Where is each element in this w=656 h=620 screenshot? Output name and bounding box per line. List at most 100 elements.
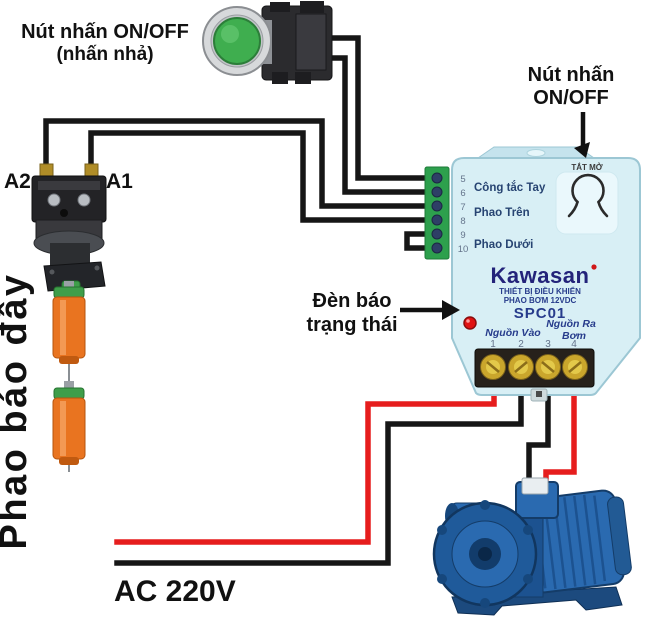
touch-button-panel [555, 171, 619, 235]
float1-highlight [60, 300, 66, 355]
label-nguon-ra: Nguồn Ra [546, 318, 596, 330]
terminal-number-10: 10 [458, 244, 469, 255]
float1-body [52, 296, 86, 359]
output-terminal-strip [474, 348, 595, 388]
wire-button-to-terminal6 [319, 55, 433, 195]
terminal-screw-6 [431, 186, 443, 198]
relay-chrome-screw1 [47, 193, 61, 207]
terminal-number-5: 5 [460, 174, 465, 185]
brand-text: Kawasan [491, 263, 590, 288]
relay-base-screw2 [94, 265, 100, 271]
label-relay-a2: A2 [4, 170, 31, 193]
label-ac-source: AC 220V [114, 575, 236, 608]
pump-volute-bolts [437, 500, 533, 608]
text-labels: Nút nhấn ON/OFF (nhấn nhả) A2 A1 Phao bá… [0, 21, 614, 608]
status-led [463, 316, 477, 330]
label-nguon-vao: Nguồn Vào [485, 327, 541, 339]
label-status-led-line2: trạng thái [306, 314, 397, 336]
float2-nub [64, 381, 74, 389]
brand-dot [591, 264, 597, 270]
input-terminal-screws [431, 172, 443, 254]
relay-label-strip [38, 181, 100, 190]
pump-hub-center [478, 547, 492, 561]
model-text: SPC01 [514, 305, 567, 322]
label-manual-button-line2: (nhấn nhả) [56, 44, 153, 65]
label-touch-button-line2: ON/OFF [533, 87, 609, 109]
float1-cap [53, 286, 85, 299]
button-green-face [213, 17, 261, 65]
terminal-number-8: 8 [460, 216, 465, 227]
terminal-screw-8 [431, 214, 443, 226]
label-touch-button-line1: Nút nhấn [528, 64, 615, 86]
pump-device [432, 477, 632, 616]
terminal-number-9: 9 [460, 230, 465, 241]
touch-icon-leg-right [597, 200, 609, 218]
relay-base-screw1 [49, 269, 55, 275]
output-screw-4-slot [568, 361, 582, 373]
relay-base-plate [43, 261, 106, 292]
subtitle-line2: PHAO BƠM 12VDC [504, 296, 577, 305]
float2-highlight [60, 401, 66, 456]
pump-terminal-cap [521, 477, 549, 495]
float2-body [52, 397, 86, 460]
output-screw-1-slot [486, 361, 500, 373]
wire-terminal3-to-pump-black [526, 383, 551, 489]
wire-button-to-terminal5 [319, 35, 433, 181]
label-float-vertical: Phao báo đầy [0, 272, 35, 549]
output-screw-2-slot [514, 361, 528, 373]
push-button-device [202, 1, 333, 84]
float1-bottom [59, 356, 79, 364]
terminal-number-1: 1 [490, 339, 496, 350]
wire-jumper-terminal9-10 [404, 231, 433, 251]
terminal-number-6: 6 [460, 188, 465, 199]
touch-button-arrowhead [574, 142, 590, 158]
controller-device: 5 6 7 8 9 10 Công tắc Tay Phao Trên Phao… [424, 146, 641, 402]
label-phao-tren: Phao Trên [474, 207, 530, 219]
touch-icon-leg-left [567, 200, 579, 218]
controller-top-hole [526, 149, 546, 157]
relay-device [31, 163, 107, 292]
relay-hole [60, 209, 68, 217]
pump-feet [451, 586, 623, 616]
terminal-screw-7 [431, 200, 443, 212]
output-terminal-screws [480, 354, 588, 380]
subtitle-line1: THIẾT BỊ ĐIỀU KHIỂN [499, 286, 581, 296]
terminal-number-3: 3 [545, 339, 551, 350]
touch-power-icon [567, 173, 609, 218]
status-led-arrowhead [442, 300, 460, 320]
controller-bottom-tab-hole [536, 391, 542, 397]
input-terminal-block [424, 166, 450, 260]
button-housing-tab [270, 2, 290, 12]
terminal-number-2: 2 [518, 339, 524, 350]
label-cong-tac-tay: Công tắc Tay [474, 181, 546, 194]
relay-chrome-screw2 [77, 193, 91, 207]
float2-bottom [59, 457, 79, 465]
motor-end-cap [607, 496, 632, 576]
float1-nub [64, 281, 74, 289]
float2-cap [53, 387, 85, 400]
label-manual-button-line1: Nút nhấn ON/OFF [21, 21, 189, 43]
wire-terminal1-to-ac-red [114, 383, 497, 545]
wires [43, 35, 577, 566]
terminal-screw-10 [431, 242, 443, 254]
terminal-screw-9 [431, 228, 443, 240]
button-contact-foot [272, 72, 288, 84]
wire-terminal2-to-ac-black [114, 383, 524, 566]
touch-icon-circle [571, 173, 605, 204]
output-screw-3-slot [541, 361, 555, 373]
button-housing-tab2 [300, 1, 324, 13]
status-led-glint [466, 319, 470, 323]
label-bom: Bơm [562, 330, 586, 342]
wire-a2-to-terminal7 [43, 118, 433, 209]
label-status-led-line1: Đèn báo [313, 290, 392, 312]
label-phao-duoi: Phao Dưới [474, 239, 533, 251]
annotations [400, 112, 590, 320]
terminal-screw-5 [431, 172, 443, 184]
terminal-number-4: 4 [571, 339, 577, 350]
float-switches [52, 281, 86, 472]
terminal-number-7: 7 [460, 202, 465, 213]
wire-a1-to-terminal8 [88, 130, 433, 223]
button-contact-foot2 [295, 72, 311, 84]
label-relay-a1: A1 [106, 170, 133, 193]
